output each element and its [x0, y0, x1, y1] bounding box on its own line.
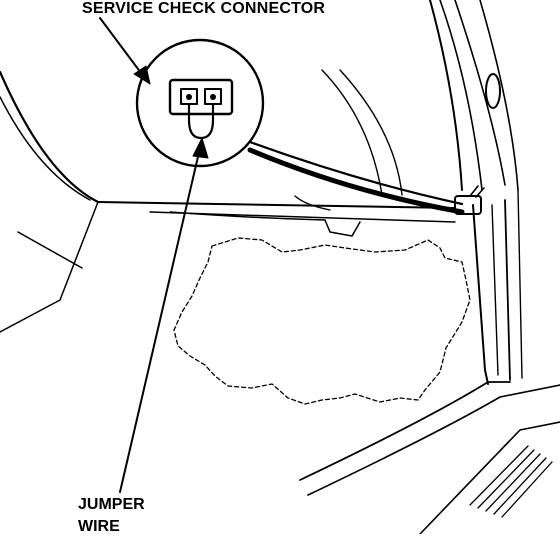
- terminal-pin-right: [210, 94, 216, 100]
- dash-connector-leads: [469, 185, 485, 198]
- scuff-ridge-2: [477, 449, 535, 509]
- panel-lower-edge: [0, 201, 99, 333]
- kick-panel-right: [504, 199, 511, 381]
- door-curve-2: [339, 69, 403, 196]
- pillar-curve-2: [439, 0, 483, 191]
- harness-wire-edge: [248, 140, 464, 206]
- dash-connector-block: [454, 195, 482, 215]
- sill-top: [299, 381, 511, 481]
- hidden-unit-outline: [173, 237, 471, 405]
- scuff-ridge-1: [469, 445, 529, 506]
- pillar-curve-4: [479, 0, 519, 191]
- terminal-pin-left: [186, 94, 192, 100]
- dash-beam-top: [97, 201, 456, 209]
- pillar-curve-1: [429, 0, 463, 191]
- kick-panel-far: [517, 189, 523, 379]
- jumper-label-line-2: WIRE: [78, 518, 120, 535]
- scuff-ridge-3: [485, 453, 541, 512]
- service-check-connector-label: SERVICE CHECK CONNECTOR: [82, 0, 326, 17]
- pillar-hole: [485, 73, 501, 109]
- jumper-label-line-1: JUMPER: [78, 496, 145, 513]
- scuff-ridge-5: [501, 461, 553, 518]
- scuff-ridge-4: [493, 457, 547, 515]
- jumper-leader-line: [119, 147, 201, 493]
- dash-beam-under: [169, 211, 361, 237]
- kick-panel-left: [472, 204, 489, 385]
- wheel-well-inner-arc: [0, 96, 91, 201]
- dash-bracket: [294, 195, 331, 211]
- jumper-wire-label: JUMPER WIRE: [78, 494, 145, 538]
- pillar-curve-3: [454, 0, 506, 186]
- connector-leader-arrowhead: [133, 65, 151, 85]
- jumper-leader-arrowhead: [192, 137, 209, 159]
- kick-panel-inner: [491, 204, 499, 376]
- connector-leader-line: [99, 17, 145, 78]
- panel-edge-line: [17, 231, 83, 269]
- jumper-wire-loop: [187, 102, 215, 140]
- magnifier-circle: [135, 38, 265, 168]
- wheel-well-outer-arc: [0, 70, 100, 204]
- door-curve-1: [321, 69, 383, 196]
- harness-wire: [247, 147, 465, 215]
- service-check-connector: [168, 78, 234, 116]
- sill-lower: [419, 421, 560, 535]
- sill-edge: [307, 384, 560, 496]
